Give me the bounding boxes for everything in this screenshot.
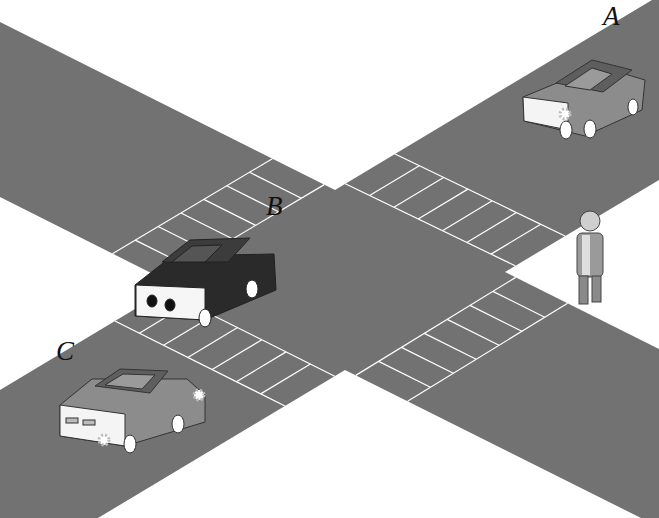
pedestrian xyxy=(577,211,603,304)
crosswalk-stripe xyxy=(418,189,468,219)
car-label: B xyxy=(266,193,283,220)
crosswalk-stripe xyxy=(379,361,431,387)
crosswalk-stripe xyxy=(493,291,545,317)
car-label: A xyxy=(603,3,620,30)
crosswalk-stripe xyxy=(442,201,492,231)
crosswalk-stripe xyxy=(424,333,476,359)
car-a xyxy=(523,60,645,139)
crosswalk-edge xyxy=(408,303,568,401)
crosswalk-stripe xyxy=(467,213,517,243)
crosswalk-stripe xyxy=(470,305,522,331)
crosswalk-stripe xyxy=(212,340,262,370)
crosswalk-stripe xyxy=(204,199,256,225)
crosswalks xyxy=(112,154,567,406)
car-c xyxy=(60,369,205,453)
crosswalk-edge xyxy=(345,184,515,266)
crosswalk-edge xyxy=(356,277,516,375)
crosswalk-stripe xyxy=(181,213,233,239)
crosswalk-stripe xyxy=(188,328,238,358)
crosswalk-stripe xyxy=(370,166,420,196)
car-label: C xyxy=(56,338,74,365)
crosswalk-stripe xyxy=(447,319,499,345)
corner-ground xyxy=(505,180,659,349)
crosswalk-stripe xyxy=(491,224,541,254)
crosswalk-stripe xyxy=(401,347,453,373)
car-b xyxy=(135,238,276,327)
corner-ground xyxy=(0,0,652,190)
crosswalk-stripe xyxy=(261,364,311,394)
crosswalk-stripe xyxy=(236,352,286,382)
crosswalk-edge xyxy=(395,154,565,236)
crosswalk-stripe xyxy=(394,177,444,207)
